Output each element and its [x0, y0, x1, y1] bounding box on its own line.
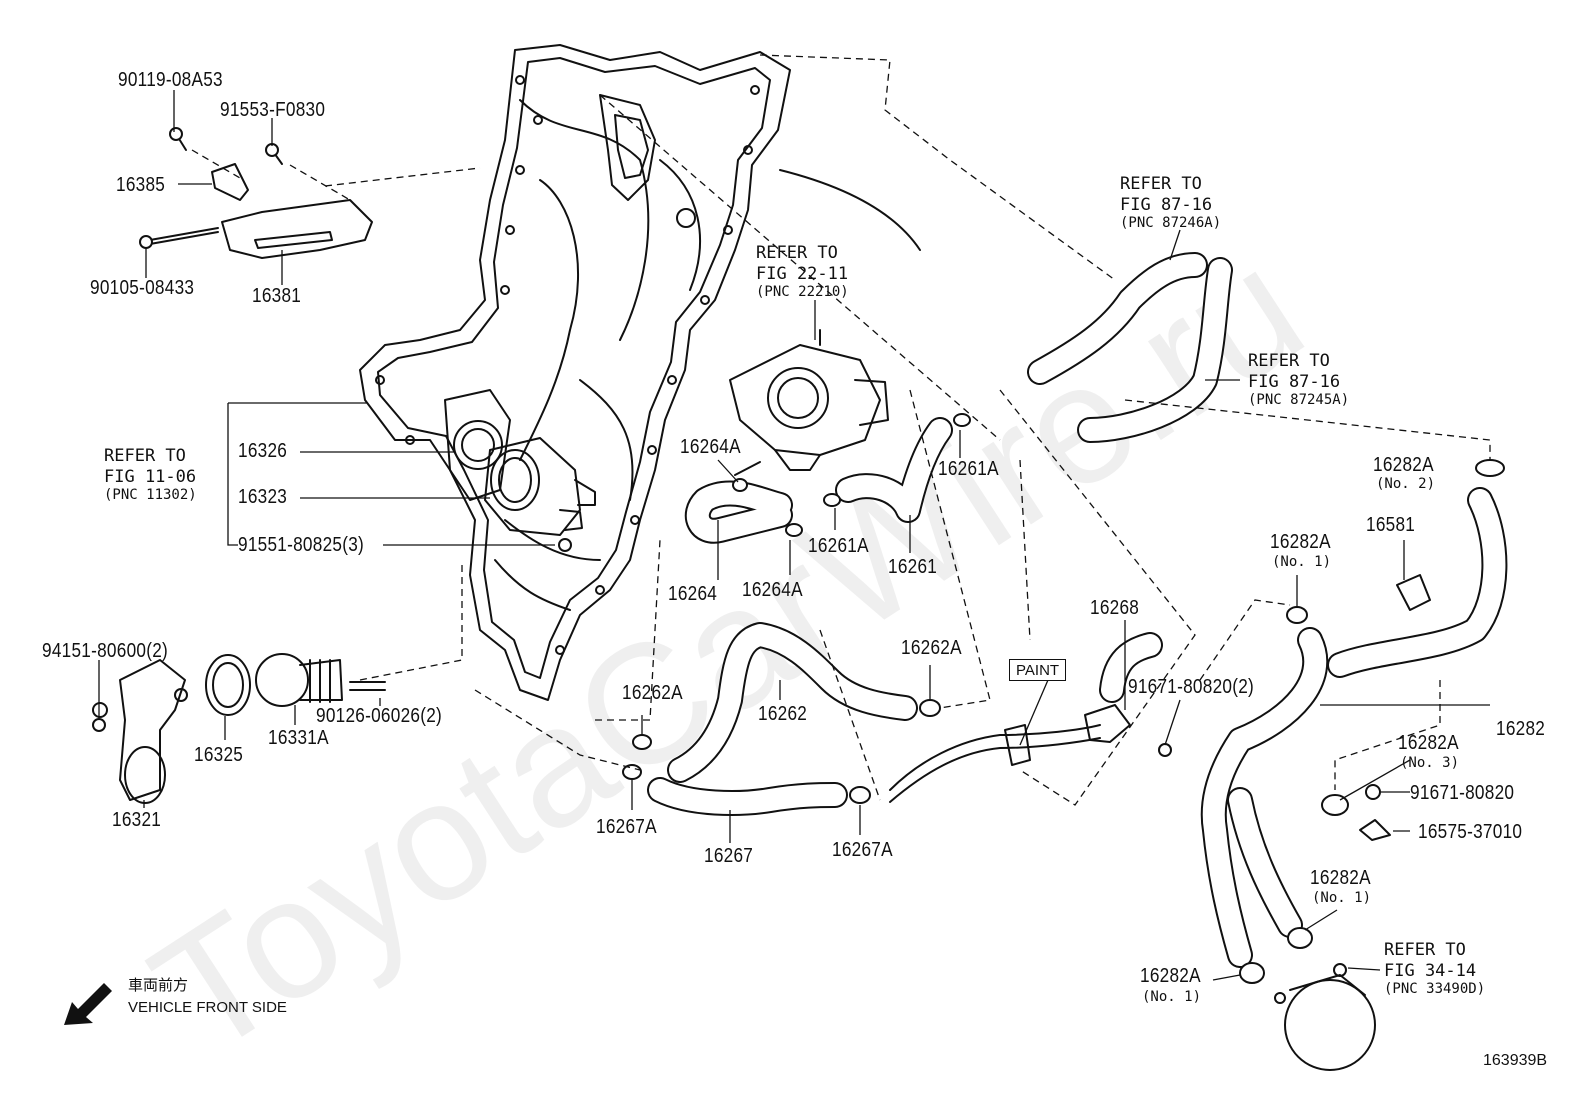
label-no2: (No. 2)	[1376, 476, 1436, 492]
label-16267: 16267	[704, 845, 754, 867]
label-16323: 16323	[238, 486, 288, 508]
label-16264A-1: 16264A	[680, 436, 741, 458]
ref-87-16a-line1: REFER TO	[1120, 174, 1202, 194]
label-16581: 16581	[1366, 514, 1416, 536]
label-16325: 16325	[194, 744, 244, 766]
ref-87-16b-line2: FIG 87-16	[1248, 371, 1341, 392]
label-16331A: 16331A	[268, 727, 329, 749]
ref-22-11-line2: FIG 22-11	[756, 263, 849, 284]
label-16282A-no1b: 16282A	[1310, 867, 1371, 889]
label-16264: 16264	[668, 583, 718, 605]
timing-cover	[359, 44, 921, 701]
ref-22-11-line3: (PNC 22210)	[756, 284, 849, 301]
bracket-16381	[139, 127, 373, 259]
label-90119-08A53: 90119-08A53	[118, 69, 223, 91]
reference-lines	[191, 54, 1491, 806]
vehicle-front-en: VEHICLE FRONT SIDE	[128, 998, 287, 1016]
diagram-id: 163939B	[1483, 1052, 1548, 1069]
ref-87-16b-line3: (PNC 87245A)	[1248, 392, 1350, 409]
label-no1c: (No. 1)	[1142, 989, 1202, 1005]
ref-fig-22-11: REFER TO FIG 22-11 (PNC 22210)	[756, 243, 849, 302]
front-arrow-icon	[64, 983, 112, 1025]
label-90105-08433: 90105-08433	[90, 277, 195, 299]
paint-label: PAINT	[1009, 659, 1067, 681]
label-16261A-1: 16261A	[938, 458, 999, 480]
thermostat-group	[92, 653, 386, 804]
vehicle-front-jp: 車両前方	[128, 977, 189, 994]
label-16282A-no1a: 16282A	[1270, 531, 1331, 553]
ref-34-14-line2: FIG 34-14	[1384, 960, 1477, 981]
ref-11-06-line3: (PNC 11302)	[104, 487, 197, 504]
ref-34-14-line3: (PNC 33490D)	[1384, 981, 1486, 998]
ref-11-06-line1: REFER TO	[104, 446, 186, 466]
water-inlet-housing	[444, 389, 596, 536]
label-16282A-no1c: 16282A	[1140, 965, 1201, 987]
label-91671-80820-2: 91671-80820(2)	[1128, 676, 1255, 698]
label-16261A-2: 16261A	[808, 535, 869, 557]
label-16282A-no2: 16282A	[1373, 454, 1434, 476]
ref-22-11-line1: REFER TO	[756, 243, 838, 263]
vacuum-pump	[1274, 963, 1376, 1071]
label-16264A-2: 16264A	[742, 579, 803, 601]
label-91553-F0830: 91553-F0830	[220, 99, 326, 121]
label-90126-06026: 90126-06026(2)	[316, 705, 443, 727]
ref-fig-87-16-a: REFER TO FIG 87-16 (PNC 87246A)	[1120, 174, 1221, 233]
ref-34-14-line1: REFER TO	[1384, 940, 1466, 960]
label-16385: 16385	[116, 174, 166, 196]
ref-87-16a-line3: (PNC 87246A)	[1120, 215, 1222, 232]
ref-11-06-line2: FIG 11-06	[104, 466, 197, 487]
label-no1a: (No. 1)	[1272, 554, 1332, 570]
heater-pipe	[889, 704, 1131, 803]
label-16262A-2: 16262A	[622, 682, 683, 704]
label-91671-80820: 91671-80820	[1410, 782, 1515, 804]
throttle-body	[729, 329, 889, 476]
clamps	[92, 413, 1505, 984]
hoses	[647, 252, 1508, 968]
label-16321: 16321	[112, 809, 162, 831]
label-16282: 16282	[1496, 718, 1546, 740]
label-16282A-no3: 16282A	[1398, 732, 1459, 754]
label-no3: (No. 3)	[1400, 755, 1460, 771]
label-16262: 16262	[758, 703, 808, 725]
ref-fig-11-06: REFER TO FIG 11-06 (PNC 11302)	[104, 446, 197, 505]
ref-87-16b-line1: REFER TO	[1248, 351, 1330, 371]
label-16267A-2: 16267A	[832, 839, 893, 861]
ref-fig-87-16-b: REFER TO FIG 87-16 (PNC 87245A)	[1248, 351, 1349, 410]
label-16262A-1: 16262A	[901, 637, 962, 659]
label-16268: 16268	[1090, 597, 1140, 619]
label-16261: 16261	[888, 556, 938, 578]
vehicle-front-legend: 車両前方 VEHICLE FRONT SIDE	[128, 975, 287, 1019]
label-no1b: (No. 1)	[1312, 890, 1372, 906]
label-16381: 16381	[252, 285, 302, 307]
label-94151-80600: 94151-80600(2)	[42, 640, 169, 662]
ref-87-16a-line2: FIG 87-16	[1120, 194, 1213, 215]
label-16575-37010: 16575-37010	[1418, 821, 1523, 843]
label-16326: 16326	[238, 440, 288, 462]
ref-fig-34-14: REFER TO FIG 34-14 (PNC 33490D)	[1384, 940, 1485, 999]
label-16267A-1: 16267A	[596, 816, 657, 838]
label-91551-80825: 91551-80825(3)	[238, 534, 365, 556]
leader-lines	[98, 90, 1490, 981]
